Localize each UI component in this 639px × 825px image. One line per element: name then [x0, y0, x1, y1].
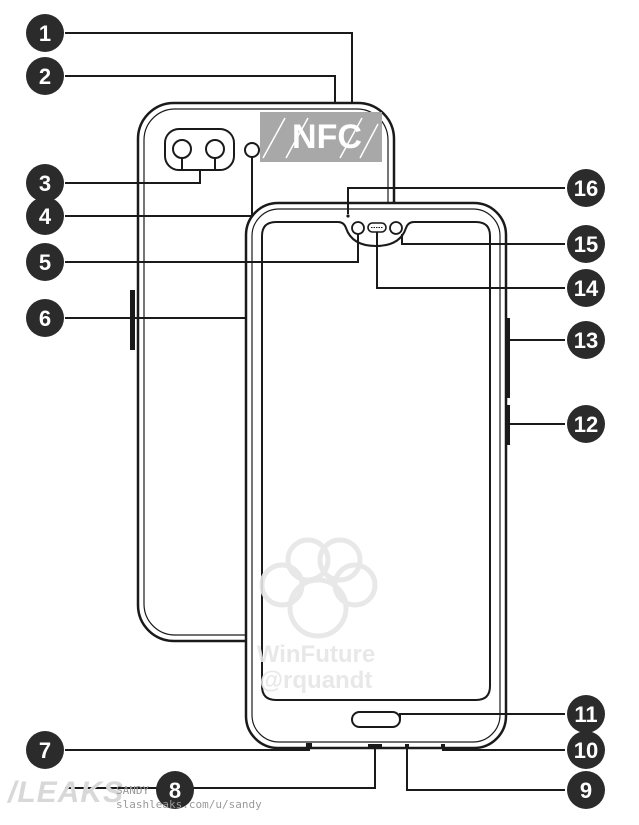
callout-2: 2 — [26, 57, 64, 95]
nfc-label: NFC — [292, 118, 362, 156]
leader-lines — [65, 32, 565, 791]
svg-text:11: 11 — [574, 702, 597, 727]
svg-text:1: 1 — [39, 21, 51, 46]
callout-11: 11 — [567, 695, 605, 733]
callout-14: 14 — [567, 269, 605, 307]
callout-9: 9 — [567, 771, 605, 809]
watermark: WinFuture @rquandt — [257, 537, 378, 694]
rear-camera-module — [164, 128, 260, 171]
svg-text:3: 3 — [39, 171, 51, 196]
svg-text:6: 6 — [39, 306, 51, 331]
flash-icon — [244, 142, 260, 158]
callout-4: 4 — [26, 197, 64, 235]
credit-handle: SANDY — [116, 784, 150, 797]
status-light — [346, 214, 350, 218]
power-button — [505, 405, 510, 445]
svg-text:8: 8 — [169, 778, 181, 803]
callout-15: 15 — [567, 225, 605, 263]
svg-text:10: 10 — [574, 738, 598, 763]
callout-8: 8 — [156, 771, 194, 809]
callout-16: 16 — [567, 169, 605, 207]
back-side-button — [130, 290, 135, 350]
watermark-line-1: WinFuture — [257, 641, 375, 668]
fingerprint-home-button — [351, 711, 401, 728]
svg-text:12: 12 — [574, 412, 598, 437]
svg-text:16: 16 — [574, 176, 598, 201]
svg-text:2: 2 — [39, 64, 51, 89]
callout-7: 7 — [26, 731, 64, 769]
nfc-area: NFC — [260, 112, 382, 162]
svg-text:14: 14 — [574, 276, 599, 301]
svg-text:9: 9 — [580, 778, 592, 803]
callout-13: 13 — [567, 321, 605, 359]
phone-front — [244, 201, 510, 750]
credit-url: slashleaks.com/u/sandy — [116, 798, 262, 811]
svg-text:15: 15 — [574, 232, 598, 257]
slashleaks-logo: /LEAKS — [8, 776, 125, 809]
callout-6: 6 — [26, 299, 64, 337]
callout-3: 3 — [26, 164, 64, 202]
callout-12: 12 — [567, 405, 605, 443]
watermark-line-2: @rquandt — [260, 667, 373, 694]
svg-text:13: 13 — [574, 328, 598, 353]
screen — [261, 221, 491, 701]
proximity-sensor-icon — [389, 221, 403, 235]
callout-10: 10 — [567, 731, 605, 769]
svg-text:5: 5 — [39, 250, 51, 275]
svg-text:4: 4 — [39, 204, 52, 229]
callout-1: 1 — [26, 14, 64, 52]
svg-text:7: 7 — [39, 738, 51, 763]
volume-buttons — [505, 318, 510, 398]
callout-5: 5 — [26, 243, 64, 281]
